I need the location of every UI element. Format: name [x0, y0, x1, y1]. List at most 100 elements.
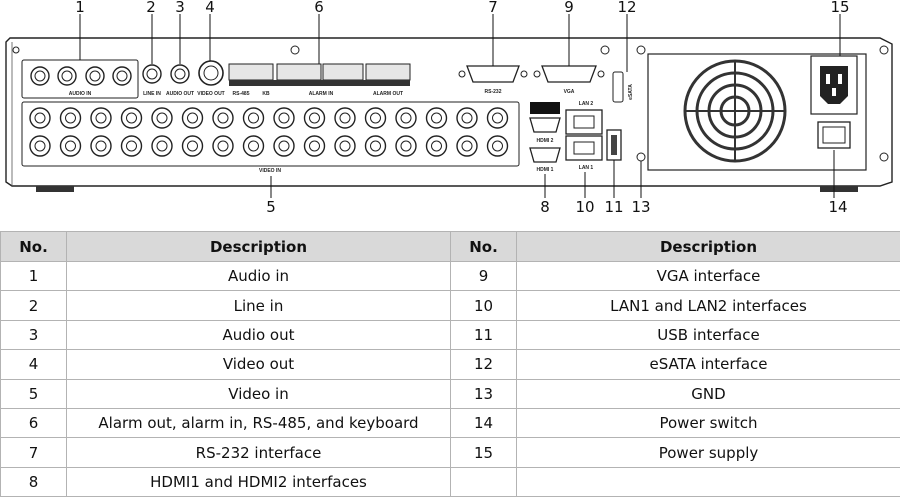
video-out-connector — [198, 60, 224, 86]
cell-description-left: HDMI1 and HDMI2 interfaces — [66, 466, 451, 498]
cell-no-left: 7 — [0, 437, 67, 468]
cell-no-left: 3 — [0, 319, 67, 351]
cell-description-right: Power supply — [516, 437, 900, 468]
cell-no-left: 1 — [0, 260, 67, 292]
line-in-label: LINE IN — [143, 91, 161, 97]
hdmi1-label: HDMI 1 — [537, 167, 554, 173]
cell-no-right: 9 — [450, 260, 517, 292]
leader-lines — [79, 14, 841, 198]
bnc-connector — [273, 135, 295, 157]
cell-description-left: Video in — [66, 378, 451, 409]
bnc-connector — [242, 135, 265, 157]
bnc-connector — [273, 107, 295, 129]
bnc-connector — [395, 135, 417, 157]
bnc-connector — [242, 107, 265, 129]
hdmi2-port — [529, 117, 561, 133]
callout-4: 4 — [205, 0, 215, 16]
rs232-label: RS-232 — [485, 89, 502, 95]
fan-grille — [683, 59, 787, 163]
rs485-label: RS-485 — [233, 91, 250, 97]
cell-no-left: 4 — [0, 349, 67, 380]
bnc-connector — [212, 135, 234, 157]
cell-description-right: eSATA interface — [516, 349, 900, 380]
cell-no-left: 8 — [0, 466, 67, 498]
cell-no-right: 15 — [450, 437, 517, 468]
cell-no-right: 10 — [450, 290, 517, 321]
callout-8: 8 — [540, 198, 550, 216]
callout-12: 12 — [617, 0, 636, 16]
screw — [879, 45, 889, 55]
cell-description-left: Audio out — [66, 319, 451, 351]
bnc-connector — [334, 135, 356, 157]
bnc-connector — [303, 135, 326, 157]
bnc-connector — [120, 107, 143, 129]
rs232-port — [466, 65, 520, 83]
rear-panel-diagram: AUDIO IN LINE IN AUDIO OUT VIDEO OUT RS-… — [0, 0, 900, 228]
kb-label: KB — [262, 91, 270, 97]
callout-numbers: 1 2 3 4 6 7 9 12 15 5 8 10 11 13 14 — [75, 0, 849, 216]
cell-description-left: RS-232 interface — [66, 437, 451, 468]
cell-no-left: 2 — [0, 290, 67, 321]
callout-11: 11 — [604, 198, 623, 216]
callout-9: 9 — [564, 0, 574, 16]
cell-no-right: 14 — [450, 407, 517, 439]
screw — [290, 45, 300, 55]
header-no-right: No. — [450, 231, 517, 262]
cell-description-right: GND — [516, 378, 900, 409]
psu-panel — [647, 53, 867, 171]
header-description-right: Description — [516, 231, 900, 262]
cell-description-left: Alarm out, alarm in, RS-485, and keyboar… — [66, 407, 451, 439]
esata-port — [612, 71, 624, 103]
cell-description-right: USB interface — [516, 319, 900, 351]
bnc-connector — [90, 107, 112, 129]
video-in-panel — [21, 101, 520, 167]
right-foot — [820, 186, 858, 192]
cell-no-right — [450, 466, 517, 498]
bnc-connector — [425, 135, 448, 157]
bnc-connector — [395, 107, 417, 129]
cell-no-left: 6 — [0, 407, 67, 439]
lan1-port — [565, 135, 603, 161]
bnc-connector — [456, 135, 478, 157]
callout-10: 10 — [575, 198, 594, 216]
callout-6: 6 — [314, 0, 324, 16]
alarm-in-label: ALARM IN — [309, 91, 334, 97]
cell-description-left: Audio in — [66, 260, 451, 292]
rear-panel-svg: AUDIO IN LINE IN AUDIO OUT VIDEO OUT RS-… — [5, 0, 893, 216]
header-no-left: No. — [0, 231, 67, 262]
cell-no-right: 13 — [450, 378, 517, 409]
lan1-label: LAN 1 — [579, 165, 594, 171]
callout-13: 13 — [631, 198, 650, 216]
left-foot — [36, 186, 74, 192]
cell-no-right: 12 — [450, 349, 517, 380]
callout-5: 5 — [266, 198, 276, 216]
bnc-connector — [364, 107, 387, 129]
cell-description-right — [516, 466, 900, 498]
bnc-connector — [29, 135, 51, 157]
bnc-connector — [456, 107, 478, 129]
legend-header-row: No. Description No. Description — [0, 231, 900, 262]
cell-no-right: 11 — [450, 319, 517, 351]
audio-out-label: AUDIO OUT — [166, 91, 194, 97]
video-out-label: VIDEO OUT — [197, 91, 225, 97]
cell-description-right: Power switch — [516, 407, 900, 439]
cell-description-right: LAN1 and LAN2 interfaces — [516, 290, 900, 321]
bnc-connector — [59, 135, 82, 157]
callout-7: 7 — [488, 0, 498, 16]
bnc-connector — [59, 107, 82, 129]
bnc-connector — [181, 107, 204, 129]
hdmi2-label: HDMI 2 — [537, 138, 554, 144]
terminal-blocks — [228, 63, 411, 86]
hdmi-logo — [530, 102, 560, 114]
audio-in-connectors — [30, 66, 132, 86]
cell-description-left: Video out — [66, 349, 451, 380]
callout-15: 15 — [830, 0, 849, 16]
